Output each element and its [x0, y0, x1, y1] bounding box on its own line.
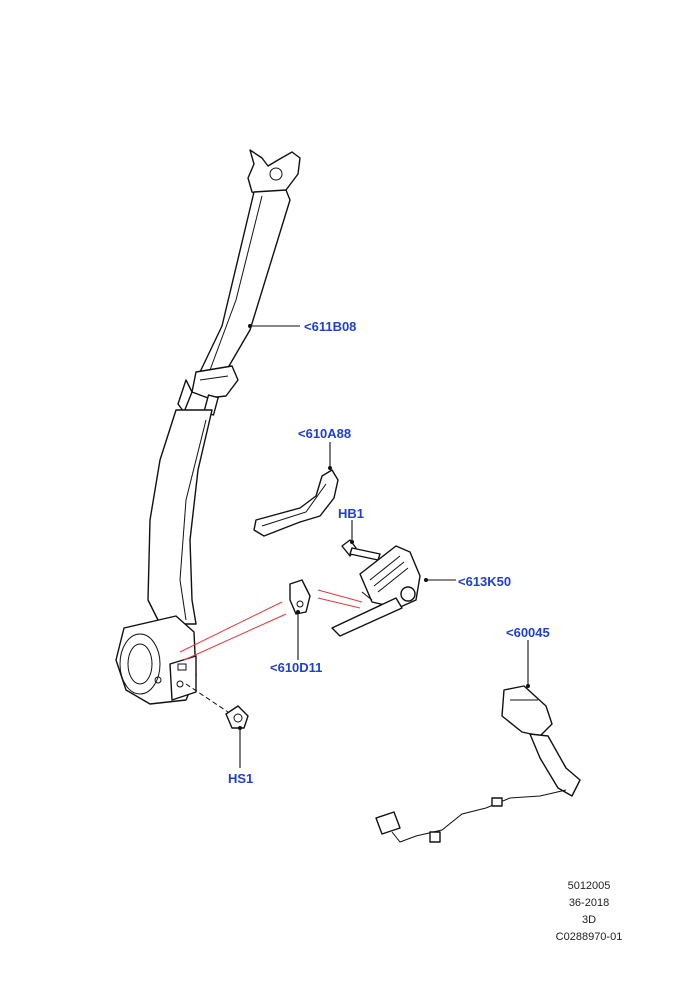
callout-hs1[interactable]: HS1 [228, 771, 254, 786]
connection-lines [179, 589, 363, 661]
footer-code-1: 5012005 [567, 880, 611, 892]
callout-611b08[interactable]: <611B08 [304, 319, 357, 334]
footer-code-4: C0288970-01 [555, 931, 623, 943]
callout-613k50[interactable]: <613K50 [458, 574, 512, 589]
bolt-hs1[interactable] [225, 705, 249, 729]
footer-code-3: 3D [581, 914, 597, 926]
seat-belt-assembly[interactable] [115, 149, 301, 705]
bracket[interactable] [289, 579, 311, 615]
callout-hb1[interactable]: HB1 [338, 506, 365, 521]
footer-code-2: 36-2018 [568, 897, 610, 909]
bolt-hb1[interactable] [341, 539, 381, 561]
height-adjuster[interactable] [331, 545, 421, 637]
trim-cover[interactable] [253, 469, 339, 537]
seat-buckle[interactable] [375, 685, 581, 843]
callout-610d11[interactable]: <610D11 [270, 660, 323, 675]
leader-lines [185, 324, 530, 768]
callout-610a88[interactable]: <610A88 [298, 426, 352, 441]
callout-60045[interactable]: <60045 [506, 625, 550, 640]
